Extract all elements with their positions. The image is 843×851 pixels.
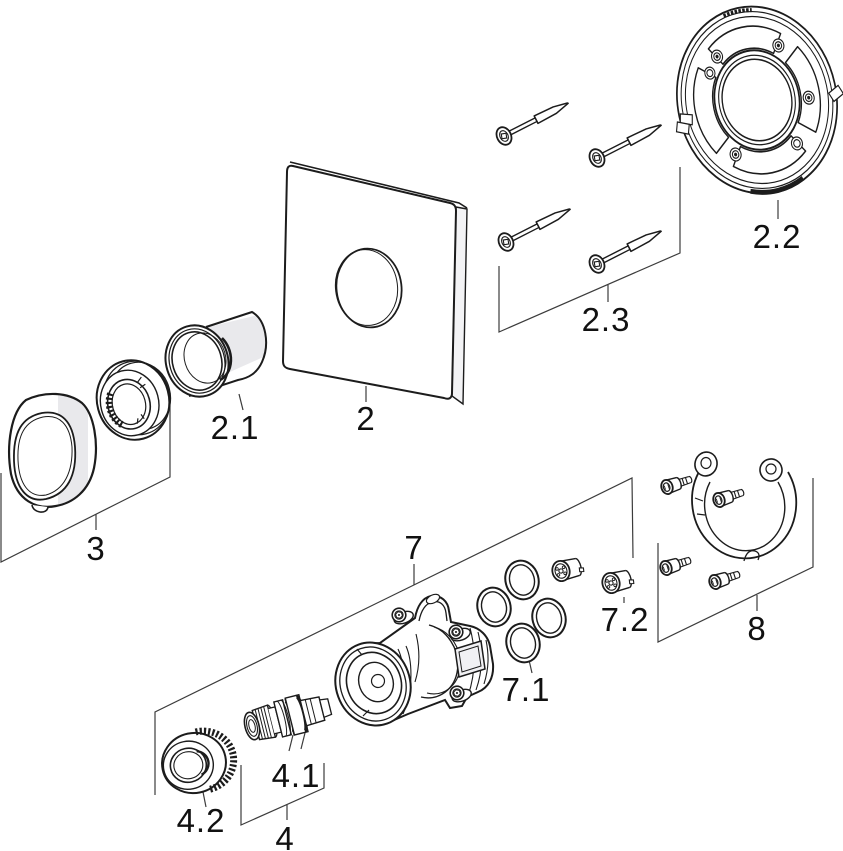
cartridge-drawing [243, 693, 333, 741]
part-label-2: 2 [356, 400, 376, 437]
part-label-7-2: 7.2 [600, 601, 650, 638]
leader-lines [0, 167, 814, 826]
part-label-4-2: 4.2 [176, 802, 226, 839]
cover-plate-drawing [281, 161, 468, 406]
check-valves-drawing [549, 554, 637, 596]
extension-sleeve-drawing [164, 310, 268, 398]
part-label-4-1: 4.1 [271, 757, 321, 794]
part-label-7: 7 [404, 529, 424, 566]
part-label-8: 8 [747, 610, 767, 647]
adapter-ring-drawing [95, 359, 172, 441]
handle-knob-drawing [8, 392, 97, 513]
valve-body-drawing [334, 593, 495, 727]
part-label-2-3: 2.3 [581, 301, 631, 338]
part-label-3: 3 [86, 530, 106, 567]
mounting-ring-drawing [675, 5, 843, 195]
part-label-2-1: 2.1 [210, 409, 260, 446]
ring-nut-drawing [161, 727, 238, 795]
part-label-2-2: 2.2 [752, 218, 802, 255]
part-label-7-1: 7.1 [501, 671, 551, 708]
fixing-screws-drawing [492, 94, 667, 277]
mounting-bracket-drawing [657, 451, 798, 592]
part-label-4: 4 [275, 820, 295, 851]
